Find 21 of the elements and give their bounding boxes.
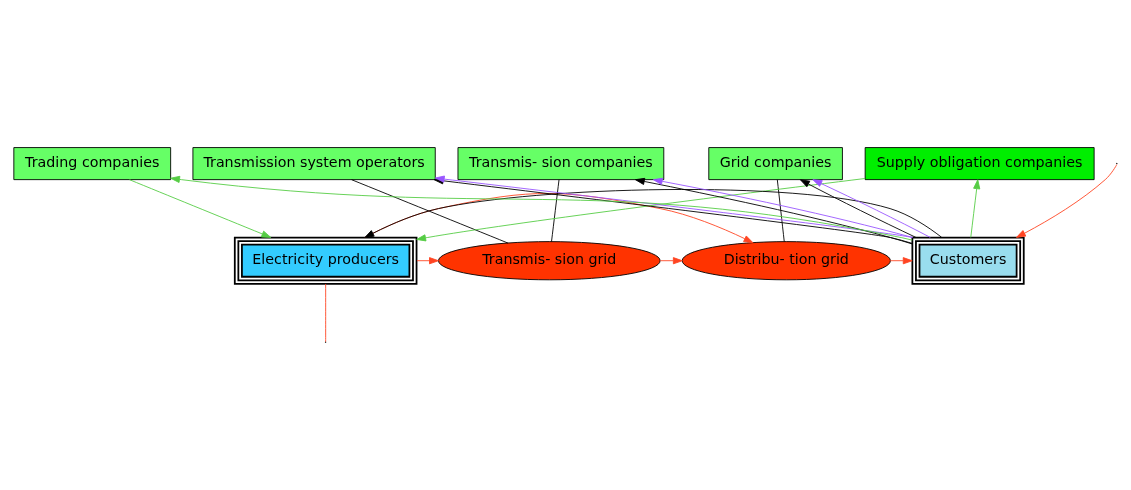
node-ellipse: Transmis- sion grid — [438, 241, 661, 281]
arrow — [416, 257, 439, 265]
arrow — [652, 177, 913, 238]
node-ellipse: Distribu- tion grid — [681, 241, 891, 281]
arrow — [659, 257, 683, 265]
connector — [551, 179, 560, 243]
node-box: Transmis- sion companies — [457, 147, 665, 181]
node-box: Supply obligation companies — [864, 147, 1095, 181]
arrow — [635, 177, 913, 245]
arrow — [364, 189, 943, 238]
node-box: Trading companies — [13, 147, 172, 181]
arrow — [812, 179, 931, 238]
connector — [325, 283, 327, 343]
connector — [776, 179, 785, 243]
node-box: Transmission system operators — [192, 147, 436, 181]
arrow — [970, 179, 981, 238]
arrow — [129, 179, 272, 238]
node-box: Grid companies — [708, 147, 843, 181]
arrow — [800, 179, 917, 238]
arrow — [889, 257, 913, 265]
arrow — [1016, 164, 1118, 238]
